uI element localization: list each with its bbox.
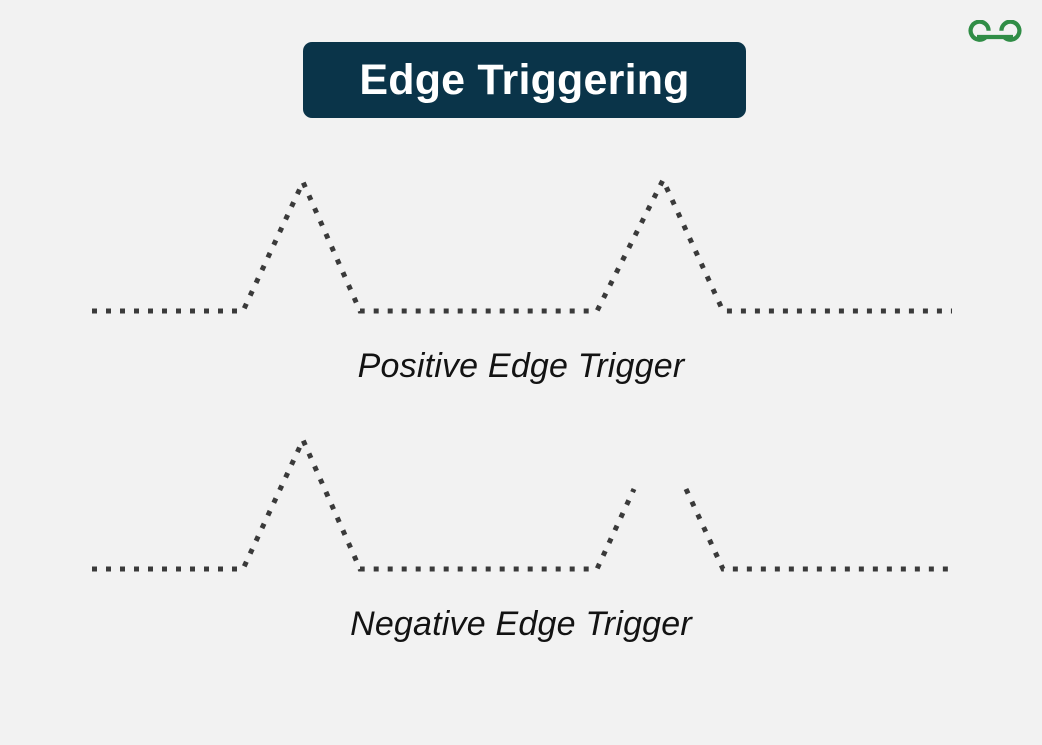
title-banner: Edge Triggering [303,42,746,118]
caption-negative-edge-trigger: Negative Edge Trigger [350,605,692,643]
positive-edge-waveform [92,174,952,314]
figure-positive-edge-trigger: Positive Edge Trigger [0,160,1042,390]
negative-edge-waveform [92,433,952,572]
page-title: Edge Triggering [359,55,690,104]
figure-negative-edge-trigger: Negative Edge Trigger [0,418,1042,648]
caption-positive-edge-trigger: Positive Edge Trigger [357,347,685,385]
geeksforgeeks-logo [967,20,1023,54]
